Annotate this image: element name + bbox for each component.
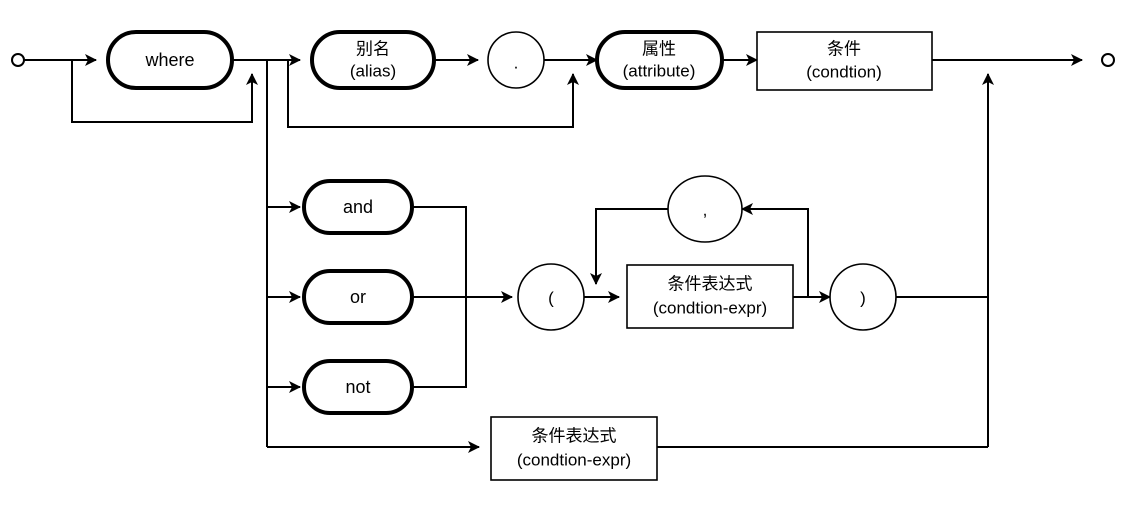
attribute-shape [595,30,724,90]
condtion-shape [756,31,933,91]
comma-shape [667,175,743,243]
node-condtion-expr-1[interactable]: 条件表达式 (condtion-expr) [626,264,794,329]
track-lines [24,54,1083,453]
dot-shape [487,31,545,89]
node-and[interactable]: and [302,179,414,235]
not-label: not [345,377,370,397]
alias-label-cn: 别名 [356,39,390,58]
node-alias[interactable]: 别名 (alias) [310,30,436,90]
rparen-label: ) [860,288,866,307]
node-condtion[interactable]: 条件 (condtion) [756,31,933,91]
track-comma-loop-return [741,203,809,297]
alias-shape [310,30,436,90]
lparen-label: ( [548,288,554,307]
node-lparen[interactable]: ( [517,263,585,331]
track-not-merge [412,297,467,388]
or-shape [302,269,414,325]
condtion-label-en: (condtion) [806,62,882,81]
start-circle [11,53,25,67]
rparen-shape [829,263,897,331]
lparen-shape [517,263,585,331]
node-rparen[interactable]: ) [829,263,897,331]
node-comma[interactable]: , [667,175,743,243]
condtion-expr-2-label-cn: 条件表达式 [532,426,617,445]
node-not[interactable]: not [302,359,414,415]
condtion-expr-2-label-en: (condtion-expr) [517,450,631,469]
where-label: where [144,50,194,70]
track-alias-bypass [287,60,579,128]
node-condtion-expr-2[interactable]: 条件表达式 (condtion-expr) [490,416,658,481]
node-where[interactable]: where [106,30,234,90]
node-attribute[interactable]: 属性 (attribute) [595,30,724,90]
or-label: or [350,287,366,307]
condtion-expr-1-shape [626,264,794,329]
comma-label: , [703,200,708,219]
and-label: and [343,197,373,217]
node-or[interactable]: or [302,269,414,325]
end-circle [1101,53,1115,67]
condtion-expr-1-label-en: (condtion-expr) [653,298,767,317]
condtion-label-cn: 条件 [827,39,861,58]
node-dot[interactable]: . [487,31,545,89]
not-shape [302,359,414,415]
and-shape [302,179,414,235]
where-shape [106,30,234,90]
condtion-expr-1-label-cn: 条件表达式 [668,274,753,293]
alias-label-en: (alias) [350,61,396,80]
track-and-merge [412,206,467,297]
condtion-expr-2-shape [490,416,658,481]
dot-label: . [514,53,519,72]
track-where-bypass [71,60,258,123]
attribute-label-en: (attribute) [623,61,696,80]
track-comma-loop-forward [590,208,668,285]
attribute-label-cn: 属性 [642,39,676,58]
